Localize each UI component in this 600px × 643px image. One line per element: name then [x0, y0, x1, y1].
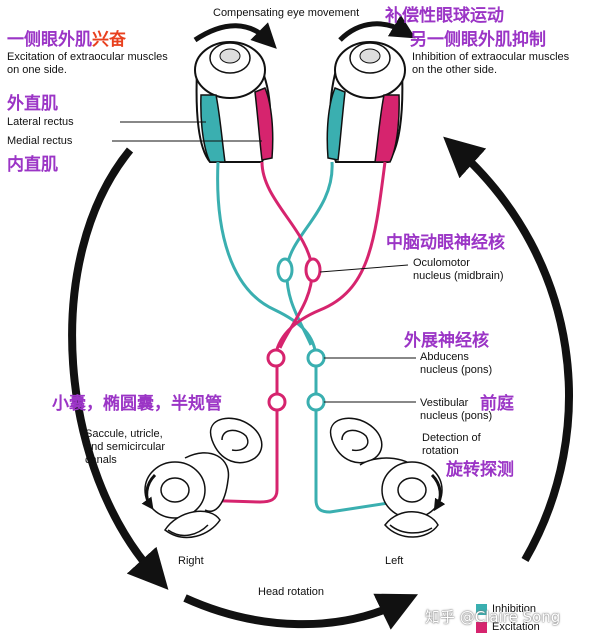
vestibular-nucleus-teal: [306, 392, 326, 412]
legend-excitation-swatch: [476, 622, 487, 633]
cn-detection-label: 旋转探测: [446, 460, 514, 480]
abducens-nucleus-teal: [306, 348, 326, 368]
saccule-label-line2: and semicircular: [85, 441, 166, 453]
vestibular-label-line2: nucleus (pons): [420, 410, 493, 422]
oculomotor-nucleus-teal: [276, 257, 294, 283]
saccule-label-line1: Saccule, utricle,: [85, 428, 163, 440]
legend-inhibition-label: Inhibition: [492, 603, 537, 615]
right-label: Right: [178, 555, 204, 567]
right-rotation-arrow: [443, 136, 573, 562]
cn-lateral-rectus-label: 外直肌: [7, 94, 58, 114]
left-eye: [326, 41, 406, 163]
right-medial-rectus: [254, 87, 274, 161]
detection-label-line1: Detection of: [422, 432, 481, 444]
detection-label-line2: rotation: [422, 445, 459, 457]
right-inner-ear: [141, 417, 263, 539]
lateral-rectus-label: Lateral rectus: [7, 116, 74, 128]
right-eye-movement-arrow: [193, 22, 277, 49]
bottom-rotation-arrow: [183, 593, 419, 630]
pink-vestibular-path: [194, 358, 279, 504]
cn-inhibit-label: 另一侧眼外肌抑制: [410, 30, 546, 50]
inhibition-label-line2: on the other side.: [412, 64, 498, 76]
excitation-label-line2: on one side.: [7, 64, 67, 76]
right-eye: [194, 41, 274, 163]
cn-excitation-label: 一侧眼外肌兴奋: [7, 30, 126, 50]
teal-vestibular-path: [314, 358, 396, 514]
excitation-label-line1: Excitation of extraocular muscles: [7, 51, 168, 63]
abducens-label-line1: Abducens: [420, 351, 469, 363]
cn-vestibular-label: 前庭: [480, 394, 514, 414]
medial-rectus-label: Medial rectus: [7, 135, 73, 147]
legend-inhibition-swatch: [476, 604, 487, 615]
left-inner-ear: [329, 417, 446, 538]
watermark: 知乎 @Claire Song: [425, 608, 561, 626]
head-rotation-label: Head rotation: [258, 586, 325, 598]
oculomotor-nucleus-pink: [304, 257, 322, 283]
oculomotor-label-line1: Oculomotor: [413, 257, 470, 269]
saccule-label-line3: canals: [85, 454, 117, 466]
cn-medial-rectus-label: 内直肌: [7, 155, 58, 175]
teal-path-right-lateral: [216, 161, 318, 359]
title-label: Compensating eye movement: [213, 7, 360, 19]
cn-abducens-label: 外展神经核: [404, 331, 489, 351]
left-lateral-rectus: [374, 94, 400, 163]
oculomotor-leader: [319, 264, 409, 273]
right-lateral-rectus: [200, 94, 226, 163]
left-label: Left: [385, 555, 404, 567]
left-rotation-arrow: [68, 147, 169, 590]
cn-compensate-label: 补偿性眼球运动: [385, 6, 504, 26]
cn-excitation-highlight: 兴奋: [92, 30, 126, 50]
abducens-nucleus-pink: [266, 348, 286, 368]
pink-path-right-medial: [260, 161, 314, 349]
vestibular-label-line1: Vestibular: [420, 397, 469, 409]
oculomotor-label-line2: nucleus (midbrain): [413, 270, 504, 282]
cn-oculomotor-label: 中脑动眼神经核: [386, 233, 505, 253]
left-medial-rectus: [326, 87, 346, 161]
abducens-label-line2: nucleus (pons): [420, 364, 493, 376]
cn-saccule-label: 小囊，椭圆囊，半规管: [52, 394, 222, 414]
cn-excitation-prefix: 一侧眼外肌: [7, 30, 92, 50]
legend-excitation-label: Excitation: [492, 621, 540, 633]
inhibition-label-line1: Inhibition of extraocular muscles: [412, 51, 570, 63]
left-eye-movement-arrow: [338, 14, 416, 42]
pink-path-left-lateral: [273, 161, 387, 359]
vestibular-nucleus-pink: [267, 392, 287, 412]
